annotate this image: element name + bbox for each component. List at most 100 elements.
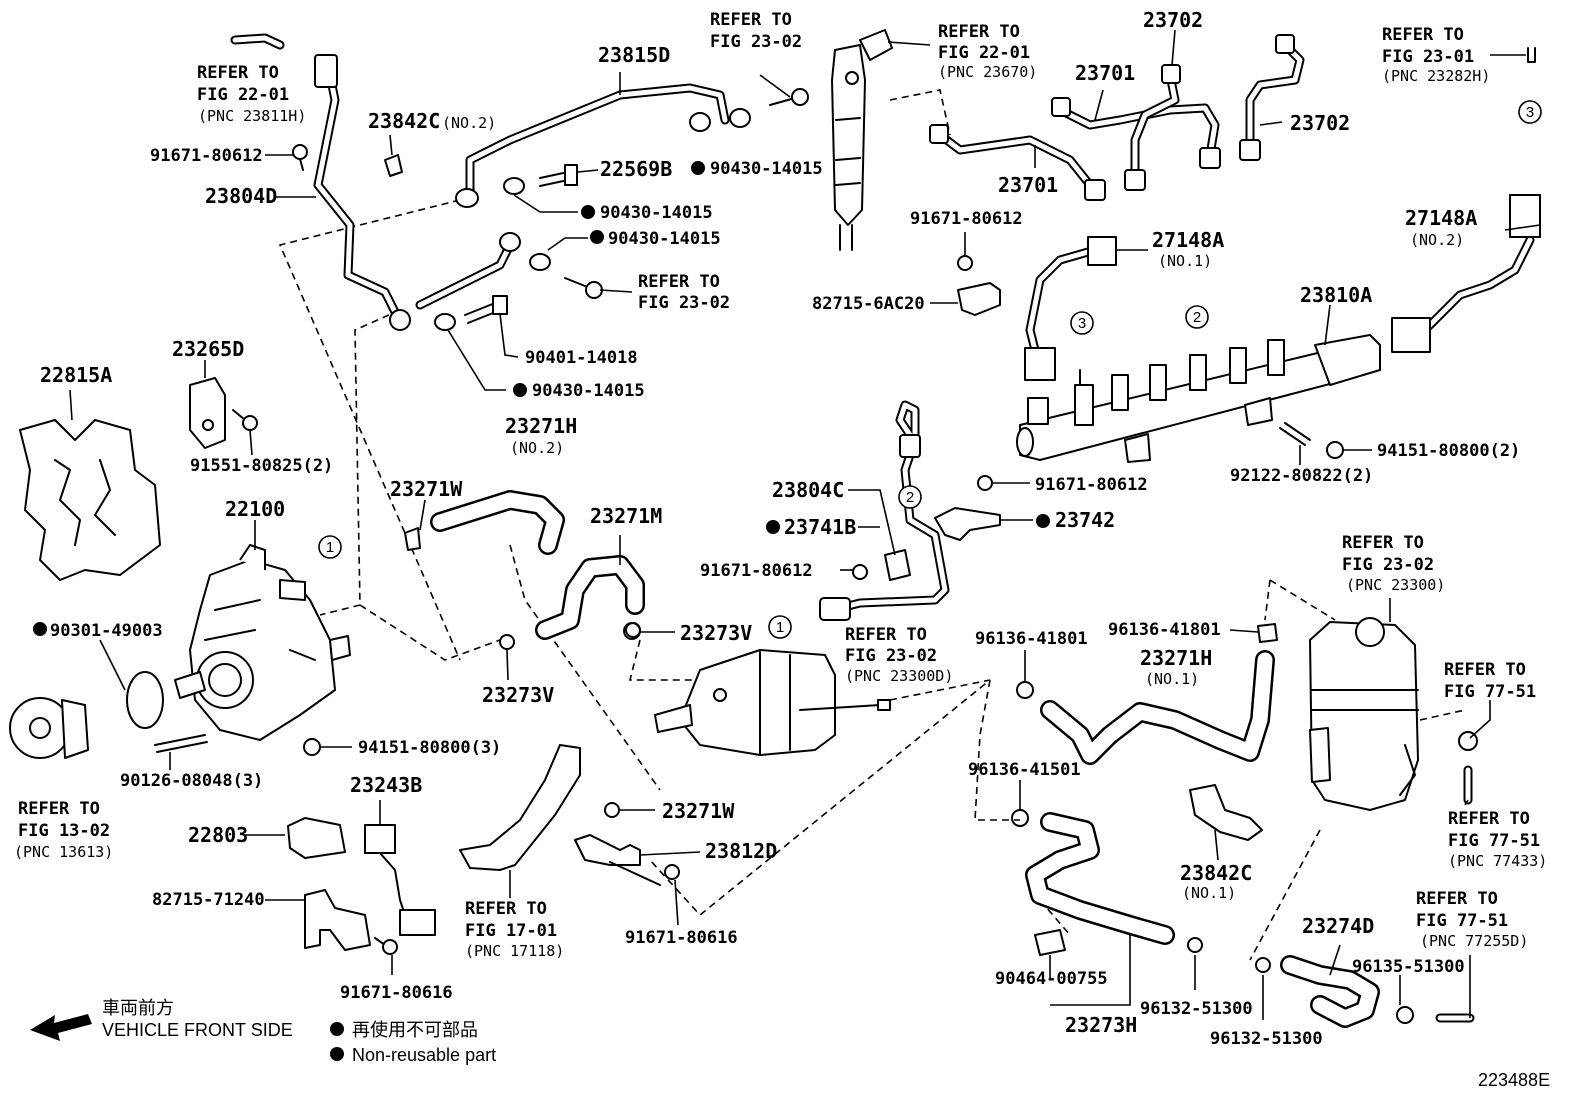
label-90301-49003: 90301-49003: [50, 621, 163, 641]
gaskets-90430-icon: [434, 177, 551, 331]
stud-92122-icon: [1279, 422, 1311, 446]
label-refer-2301-line2: FIG 23-01: [1382, 47, 1474, 67]
label-refer-7751-c-line1: REFER TO: [1416, 889, 1498, 909]
label-22815A: 22815A: [40, 363, 112, 387]
label-27148A-no2-sub: (NO.2): [1410, 231, 1464, 249]
part-23271H-no2-hose: [430, 490, 565, 555]
label-refer-2302-mid-line1: REFER TO: [638, 272, 720, 292]
label-23271H-no2: 23271H: [505, 414, 577, 438]
bolt-91671-80616-b-icon: [664, 864, 680, 880]
label-23271M: 23271M: [590, 504, 662, 528]
svg-text:3: 3: [1078, 315, 1086, 332]
label-23701-b: 23701: [998, 173, 1058, 197]
legend-nonreuse-en: Non-reusable part: [352, 1045, 496, 1065]
label-refer-1701-line1: REFER TO: [465, 899, 547, 919]
label-90464-00755: 90464-00755: [995, 969, 1108, 989]
label-22569B: 22569B: [600, 157, 672, 181]
label-23273V-a: 23273V: [680, 621, 752, 645]
label-refer-1302-line3: (PNC 13613): [14, 843, 113, 861]
label-refer-7751-c-line2: FIG 77-51: [1416, 911, 1508, 931]
clamp-23842C-no2-icon: [384, 154, 403, 177]
bolt-91671-80612-c-icon: [977, 475, 993, 491]
label-23271H-no2-sub: (NO.2): [510, 439, 564, 457]
svg-text:1: 1: [776, 619, 784, 636]
label-23815D: 23815D: [598, 43, 670, 67]
label-91671-80616-b: 91671-80616: [625, 928, 738, 948]
label-23741B: 23741B: [784, 515, 856, 539]
label-23271H-no1: 23271H: [1140, 646, 1212, 670]
part-23804D-pipe: [230, 33, 411, 331]
legend-front-en: VEHICLE FRONT SIDE: [102, 1020, 293, 1040]
legend-dot-en-icon: [330, 1047, 344, 1061]
part-refer-2301-clip: [1527, 47, 1536, 63]
label-refer-2302-filter-line3: (PNC 23300): [1346, 576, 1445, 594]
label-refer-7751-b-line1: REFER TO: [1448, 809, 1530, 829]
part-23273H-hose: [1025, 812, 1175, 945]
part-timing-gear: [9, 697, 89, 759]
part-injector: [831, 29, 893, 251]
label-94151-80800-2: 94151-80800(2): [1377, 441, 1520, 461]
label-refer-2301-line3: (PNC 23282H): [1382, 67, 1490, 85]
label-23274D: 23274D: [1302, 914, 1374, 938]
union-bolt-refer-2302-icon: [564, 88, 809, 299]
label-82715-71240: 82715-71240: [152, 890, 265, 910]
part-22100-supply-pump: [174, 544, 351, 741]
part-23265D-plate: [189, 377, 226, 449]
label-refer-2201-inj-line1: REFER TO: [938, 22, 1020, 42]
label-91551-80825: 91551-80825(2): [190, 456, 333, 476]
part-23701-23702-pipes: [929, 34, 1305, 201]
callout-1-b: 1: [768, 615, 792, 639]
label-refer-2201-line2: FIG 22-01: [197, 85, 289, 105]
label-refer-2301-line1: REFER TO: [1382, 25, 1464, 45]
bolt-91551-icon: [232, 409, 258, 431]
label-92122-80822: 92122-80822(2): [1230, 466, 1373, 486]
part-22803-boot: [287, 817, 346, 859]
label-refer-2302-pump-line1: REFER TO: [845, 625, 927, 645]
label-23701-a: 23701: [1075, 61, 1135, 85]
figure-id: 223488E: [1478, 1070, 1550, 1090]
label-27148A-no1: 27148A: [1152, 228, 1224, 252]
label-22100: 22100: [225, 497, 285, 521]
label-23812D: 23812D: [705, 839, 777, 863]
label-refer-2302-pump-line3: (PNC 23300D): [845, 667, 953, 685]
label-90430-14015-b: 90430-14015: [600, 203, 713, 223]
nut-94151-3-icon: [303, 738, 321, 756]
part-refer-7751-hoses: [1458, 731, 1478, 805]
label-27148A-no2: 27148A: [1405, 206, 1477, 230]
label-23243B: 23243B: [350, 773, 422, 797]
callout-2-b: 2: [1185, 305, 1209, 329]
label-91671-80612-b: 91671-80612: [910, 209, 1023, 229]
legend-dot-jp-icon: [330, 1022, 344, 1036]
label-refer-1701-line3: (PNC 17118): [465, 942, 564, 960]
label-refer-2201-line3: (PNC 23811H): [198, 107, 306, 125]
label-refer-2201-inj-line2: FIG 22-01: [938, 43, 1030, 63]
label-90430-14015-c: 90430-14015: [608, 229, 721, 249]
label-refer-7751-a-line2: FIG 77-51: [1444, 682, 1536, 702]
label-refer-2302-filter-line1: REFER TO: [1342, 533, 1424, 553]
part-labels: 22815A 23265D 91551-80825(2) 22100 90301…: [14, 8, 1547, 1049]
label-23842C-no1-sub: (NO.1): [1182, 884, 1236, 902]
label-refer-2302-top-line2: FIG 23-02: [710, 32, 802, 52]
bolt-91671-80616-a-icon: [374, 937, 398, 955]
label-23842C-no2: 23842C: [368, 109, 440, 133]
label-23804C: 23804C: [772, 478, 844, 502]
label-refer-7751-c-line3: (PNC 77255D): [1420, 932, 1528, 950]
part-22815A-cover: [19, 419, 161, 581]
legend-nonreuse-jp: 再使用不可部品: [352, 1020, 478, 1040]
clamp-90464-icon: [1034, 929, 1066, 956]
label-90126-08048: 90126-08048(3): [120, 771, 263, 791]
label-refer-1701-line2: FIG 17-01: [465, 921, 557, 941]
label-90430-14015-a: 90430-14015: [710, 159, 823, 179]
part-90301-o-ring: [126, 671, 164, 729]
part-23842C-no1-clamp: [1189, 784, 1263, 841]
callout-1-a: 1: [318, 535, 342, 559]
clamp-23741B-icon: [884, 549, 911, 581]
part-23274D-hose: [1280, 955, 1380, 1028]
part-23271H-no1-hose: [1040, 650, 1275, 765]
nut-94151-2-icon: [1326, 441, 1344, 459]
clamps-96136-icon: [1011, 623, 1278, 827]
legend: 車両前方 VEHICLE FRONT SIDE 再使用不可部品 Non-reus…: [30, 998, 496, 1065]
label-96132-51300-a: 96132-51300: [1140, 999, 1253, 1019]
label-refer-7751-b-line3: (PNC 77433): [1448, 852, 1547, 870]
